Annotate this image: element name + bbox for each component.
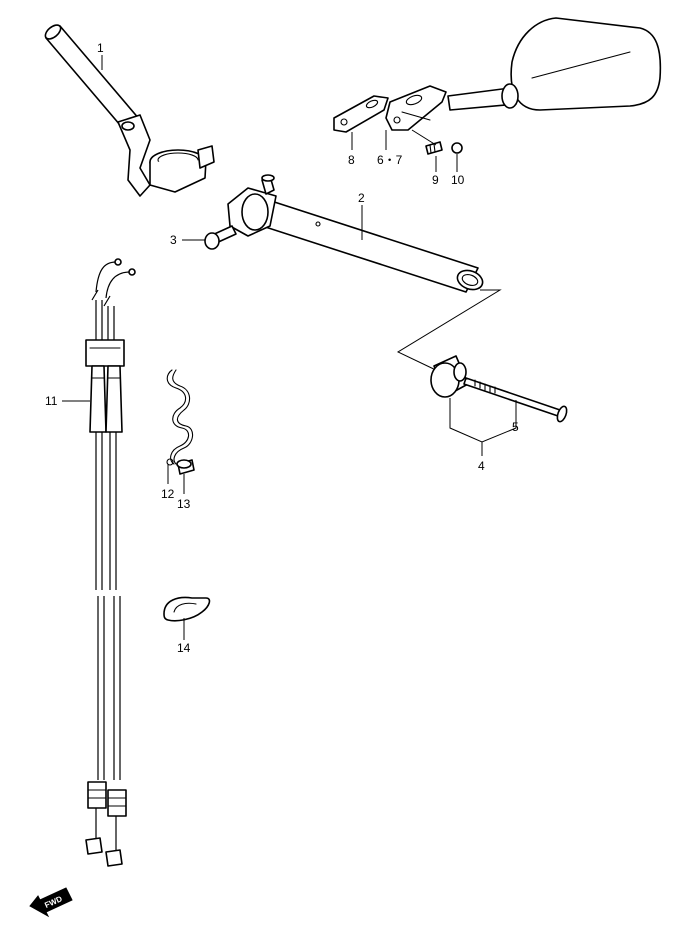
- callout-5: 5: [512, 420, 519, 434]
- callout-10: 10: [451, 173, 465, 187]
- assembly-guide-line: [396, 289, 502, 373]
- callout-1: 1: [97, 41, 104, 55]
- mirror-assembly[interactable]: [447, 17, 662, 111]
- callout-9: 9: [432, 173, 439, 187]
- callout-13: 13: [177, 497, 191, 511]
- callout-6-7: 6・7: [377, 153, 403, 167]
- callout-2: 2: [358, 191, 365, 205]
- callout-3: 3: [170, 233, 177, 247]
- callout-14: 14: [177, 641, 191, 655]
- part-2-handlebar-tube[interactable]: [227, 174, 485, 293]
- part-13-bolt[interactable]: [176, 459, 195, 475]
- part-11-throttle-cable[interactable]: [85, 258, 136, 867]
- part-9-screw[interactable]: [425, 141, 443, 155]
- callout-11: 11: [45, 394, 58, 408]
- part-1-left-handlebar[interactable]: [43, 22, 215, 197]
- part-14-cable-clamp[interactable]: [163, 596, 211, 622]
- part-12-wire-clip[interactable]: [166, 369, 194, 466]
- callout-12: 12: [161, 487, 175, 501]
- callout-4: 4: [478, 459, 485, 473]
- part-10-cap[interactable]: [451, 142, 463, 154]
- forward-direction-badge: FWD: [29, 887, 73, 918]
- part-6-7-mirror-bracket[interactable]: [385, 85, 447, 131]
- part-8-mirror-gasket[interactable]: [333, 95, 389, 133]
- part-4-bar-end-weight[interactable]: [430, 355, 469, 398]
- part-5-bar-end-screw[interactable]: [463, 377, 568, 423]
- callout-8: 8: [348, 153, 355, 167]
- part-3-bolt[interactable]: [204, 225, 237, 250]
